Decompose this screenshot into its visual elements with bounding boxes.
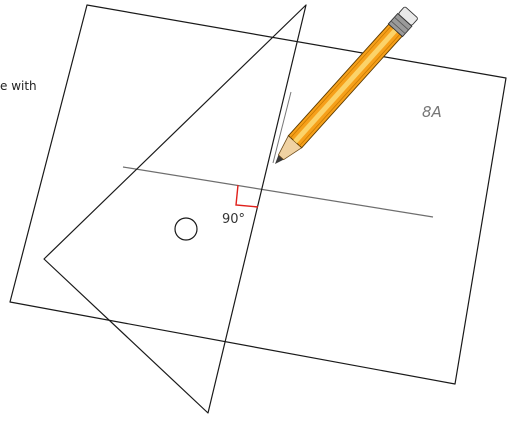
drawn-line	[122, 166, 434, 218]
pencil-icon	[275, 6, 418, 164]
pencil-graphite	[275, 154, 284, 164]
hole-circle	[174, 217, 198, 241]
angle-label: 90°	[222, 212, 245, 227]
pencil-edge-line	[290, 25, 392, 138]
right-angle-marker	[235, 184, 259, 208]
pencil-eraser	[398, 6, 418, 26]
pencil-ferrule-band-2	[394, 16, 409, 31]
paper-sheet	[9, 4, 507, 385]
pencil-edge-line-2	[299, 33, 401, 146]
set-square-triangle	[43, 4, 307, 414]
pencil-ferrule-band	[390, 20, 406, 34]
caption-fragment: e with	[0, 79, 37, 93]
pencil-stripe	[293, 28, 398, 144]
paper-label: 8A	[422, 103, 442, 121]
pencil-mark	[272, 91, 292, 164]
